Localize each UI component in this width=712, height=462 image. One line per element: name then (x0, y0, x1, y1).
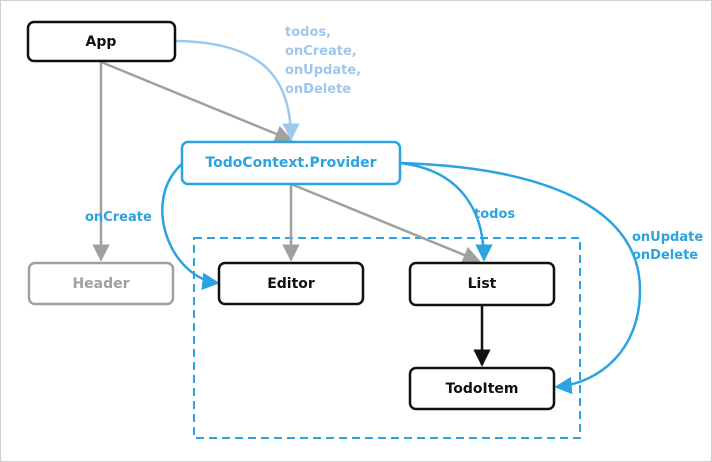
context-boundary (193, 237, 581, 439)
edge-label-update-delete: onUpdate onDelete (632, 230, 708, 263)
node-editor: Editor (217, 261, 365, 306)
edge-app-provider-props (175, 39, 300, 141)
edge-label-line-oncreate: onCreate, (285, 44, 357, 59)
node-app-label: App (86, 34, 117, 50)
node-provider-label: TodoContext.Provider (205, 155, 376, 171)
edge-label-app-provider: todos, onCreate, onUpdate, onDelete (285, 25, 366, 97)
node-list: List (408, 261, 556, 307)
edge-provider-list-todos (399, 161, 493, 262)
edge-label-line-ondelete-2: onDelete (632, 248, 698, 263)
edge-label-todos: todos (474, 207, 515, 222)
node-app: App (26, 20, 177, 63)
node-provider: TodoContext.Provider (180, 140, 402, 186)
node-header: Header (27, 261, 175, 306)
edge-label-line-todos: todos, (285, 25, 331, 40)
edge-label-line-ondelete: onDelete (285, 82, 351, 97)
node-editor-label: Editor (267, 276, 315, 292)
edge-label-line-onupdate-2: onUpdate (632, 230, 703, 245)
edge-app-provider (100, 60, 293, 143)
node-todoitem-label: TodoItem (446, 381, 519, 397)
edge-provider-list (290, 182, 481, 264)
edge-label-oncreate: onCreate (85, 210, 152, 225)
node-todoitem: TodoItem (408, 366, 556, 411)
edge-label-line-onupdate: onUpdate, (285, 63, 361, 78)
node-list-label: List (468, 276, 497, 292)
edge-provider-todoitem-update-delete (399, 161, 642, 395)
edge-provider-editor-oncreate (161, 162, 220, 291)
node-header-label: Header (72, 276, 129, 292)
